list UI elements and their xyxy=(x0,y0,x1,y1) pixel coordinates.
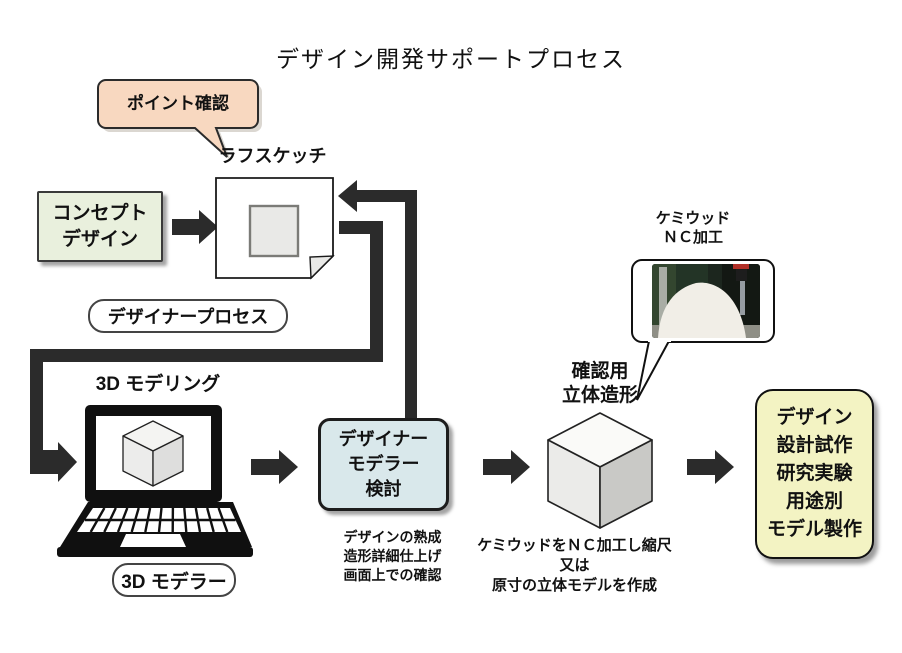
output-line: 用途別 xyxy=(785,491,843,512)
output-line: 研究実験 xyxy=(776,463,853,484)
photo-post xyxy=(659,267,667,329)
solid-note: ケミウッドをＮＣ加工し縮尺 xyxy=(477,537,672,554)
rough-sketch-paper xyxy=(215,177,335,280)
review-line: 検討 xyxy=(365,479,402,499)
rough-sketch-label: ラフスケッチ xyxy=(218,146,327,166)
point-check-label: ポイント確認 xyxy=(127,94,229,113)
modeler-label: 3D モデラー xyxy=(121,571,227,593)
photo-foam-mound xyxy=(658,282,746,338)
review-line: デザイナー xyxy=(338,429,429,449)
review-note: 造形詳細仕上げ xyxy=(343,548,442,564)
review-notes: デザインの熟成 造形詳細仕上げ 画面上での確認 xyxy=(315,528,470,585)
laptop-icon xyxy=(57,405,253,557)
output-uses-box: デザイン 設計試作 研究実験 用途別 モデル製作 xyxy=(755,389,874,559)
designer-modeler-review-box: デザイナー モデラー 検討 xyxy=(318,418,449,511)
photo-spindle-ring xyxy=(733,264,749,269)
solid-model-cube xyxy=(547,412,653,529)
point-check-bubble xyxy=(97,79,262,161)
arrow-concept-to-sketch xyxy=(172,210,218,244)
solid-model-label: 確認用 立体造形 xyxy=(540,360,660,408)
output-line: モデル製作 xyxy=(766,519,862,540)
page-title: デザイン開発サポートプロセス xyxy=(276,46,626,72)
designer-process-pill: デザイナープロセス xyxy=(88,299,288,333)
solid-note: 原寸の立体モデルを作成 xyxy=(491,577,657,594)
sketch-square xyxy=(248,204,300,258)
laptop-touchpad xyxy=(120,534,186,547)
arrow-solid-to-output xyxy=(687,450,734,484)
concept-line: デザイン xyxy=(61,228,138,250)
nc-photo-bubble xyxy=(631,259,775,401)
nc-photo xyxy=(652,264,760,338)
concept-line: コンセプト xyxy=(52,202,148,224)
solid-note: 又は xyxy=(559,557,590,574)
output-line: 設計試作 xyxy=(776,435,853,456)
nc-label-line: ケミウッド xyxy=(655,210,731,227)
laptop-screen-cube xyxy=(122,420,184,487)
flow-arrow-sketch-to-laptop xyxy=(30,221,383,482)
arrow-review-to-solid xyxy=(483,450,530,484)
solid-label-line: 確認用 xyxy=(571,361,629,382)
arrow-laptop-to-review xyxy=(251,450,298,484)
modeler-pill: 3D モデラー xyxy=(112,563,236,597)
designer-process-label: デザイナープロセス xyxy=(107,307,269,327)
nc-label-line: ＮＣ加工 xyxy=(662,229,723,246)
chemiwood-nc-label: ケミウッド ＮＣ加工 xyxy=(633,209,753,247)
modeling-label: 3D モデリング xyxy=(95,374,221,395)
review-note: デザインの熟成 xyxy=(343,529,442,545)
output-line: デザイン xyxy=(776,407,853,428)
concept-design-box: コンセプト デザイン xyxy=(37,191,163,262)
solid-label-line: 立体造形 xyxy=(561,385,638,406)
review-note: 画面上での確認 xyxy=(343,567,442,583)
flow-arrow-review-to-sketch xyxy=(338,180,417,418)
solid-model-notes: ケミウッドをＮＣ加工し縮尺 又は 原寸の立体モデルを作成 xyxy=(452,536,697,596)
photo-spindle-shaft xyxy=(740,281,745,315)
review-line: モデラー xyxy=(347,454,420,474)
